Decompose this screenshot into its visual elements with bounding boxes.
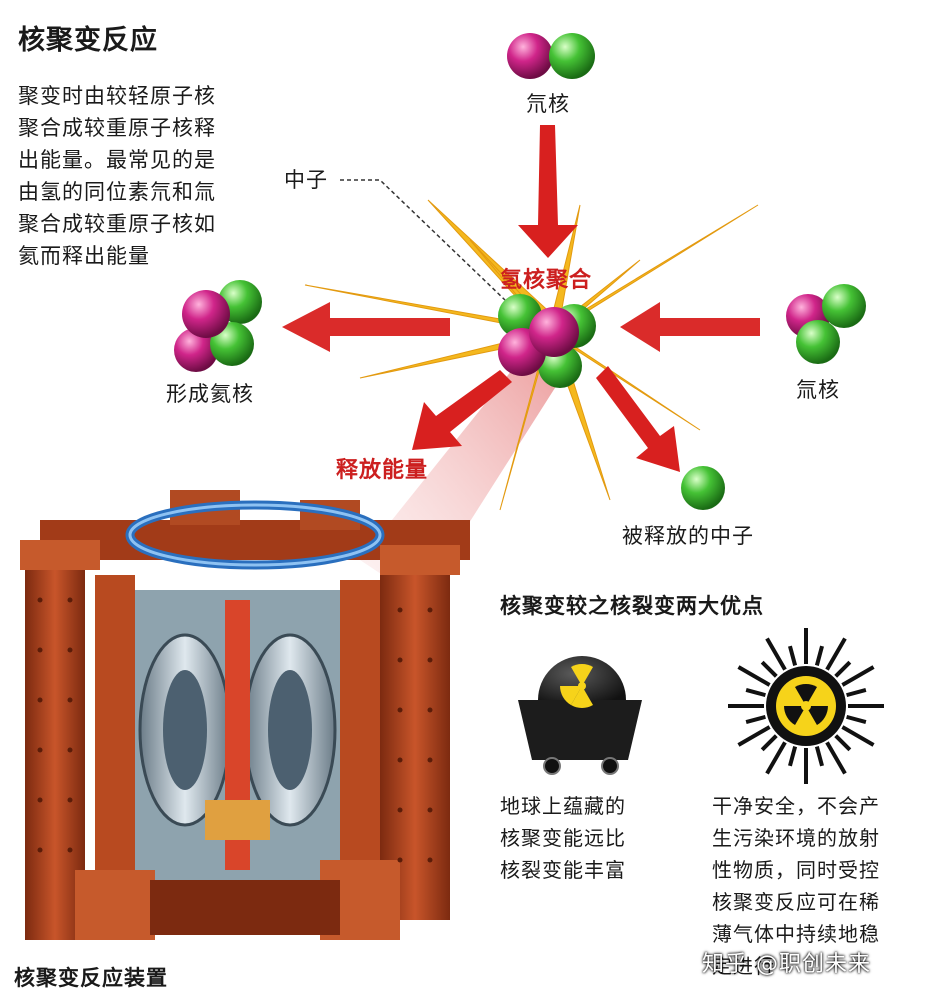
sun-ray xyxy=(841,725,875,747)
sun-ray xyxy=(745,688,766,698)
sun-ray xyxy=(846,688,867,698)
deuterium-nucleus xyxy=(507,33,595,79)
sun-ray xyxy=(745,714,766,724)
fusion-label: 氢核聚合 xyxy=(500,268,593,293)
sun-ray xyxy=(765,741,787,775)
neutron-leader-line xyxy=(340,179,506,301)
tritium-nucleus xyxy=(786,284,866,364)
fusion-cluster xyxy=(498,294,596,388)
arrow-in-top xyxy=(518,125,578,258)
helium-nucleus xyxy=(174,280,262,372)
page-title: 核聚变反应 xyxy=(18,25,158,56)
sun-ray xyxy=(834,660,852,678)
reaction-arrows xyxy=(282,125,760,472)
radiation-sun-icon xyxy=(728,628,884,784)
advantages-title: 核聚变较之核裂变两大优点 xyxy=(500,594,764,618)
fusion-reactor-device xyxy=(20,490,470,940)
radioactive-cart-icon xyxy=(518,656,642,775)
sun-ray xyxy=(841,665,875,687)
helium-label: 形成氦核 xyxy=(166,382,254,406)
energy-label: 释放能量 xyxy=(336,458,429,483)
sun-ray xyxy=(765,637,787,671)
deuterium-label: 氘核 xyxy=(526,92,570,116)
sun-ray xyxy=(760,734,778,752)
sun-ray xyxy=(825,741,847,775)
arrow-out-neutron xyxy=(596,366,680,472)
sun-ray xyxy=(737,725,771,747)
device-label: 核聚变反应装置 xyxy=(14,966,168,990)
sun-ray xyxy=(846,714,867,724)
sun-ray xyxy=(737,665,771,687)
sun-ray xyxy=(788,645,798,666)
sun-ray xyxy=(814,645,824,666)
watermark: 知乎 @职创未来 xyxy=(702,952,871,977)
released-neutron-particle xyxy=(681,466,725,510)
sun-ray xyxy=(760,660,778,678)
sun-ray xyxy=(834,734,852,752)
neutron-label: 中子 xyxy=(284,168,328,192)
advantage-2-text: 干净安全，不会产 生污染环境的放射 性物质，同时受控 核聚变反应可在稀 薄气体中… xyxy=(712,794,880,978)
arrow-out-left xyxy=(282,302,450,352)
fusion-burst xyxy=(304,199,759,511)
sun-ray xyxy=(825,637,847,671)
sun-ray xyxy=(788,746,798,767)
advantage-1-text: 地球上蕴藏的 核聚变能远比 核裂变能丰富 xyxy=(500,794,626,882)
arrow-in-right xyxy=(620,302,760,352)
released-neutron-label: 被释放的中子 xyxy=(622,524,754,548)
tritium-label: 氚核 xyxy=(796,378,840,402)
sun-ray xyxy=(814,746,824,767)
fusion-description: 聚变时由较轻原子核 聚合成较重原子核释 出能量。最常见的是 由氢的同位素氘和氚 … xyxy=(18,84,216,268)
arrow-out-energy xyxy=(412,370,512,450)
